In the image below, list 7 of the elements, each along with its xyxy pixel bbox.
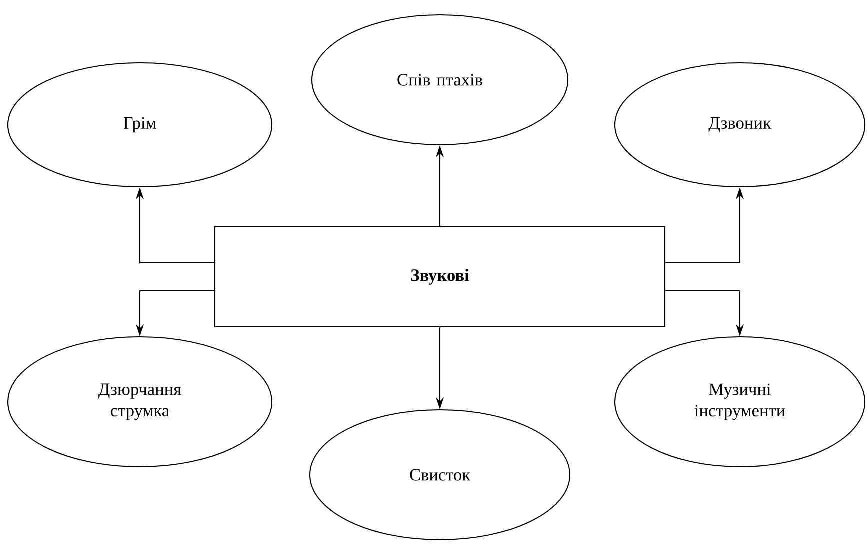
- ellipse-node: Дзвоник: [614, 62, 866, 188]
- ellipse-node: Спів птахів: [311, 14, 569, 146]
- ellipse-node: Свисток: [309, 409, 571, 541]
- ellipse-node: Грім: [7, 62, 273, 188]
- ellipse-node: Дзюрчання струмка: [7, 336, 273, 468]
- ellipse-node: Музичні інструменти: [614, 336, 866, 468]
- process-box: Звукові: [214, 226, 666, 328]
